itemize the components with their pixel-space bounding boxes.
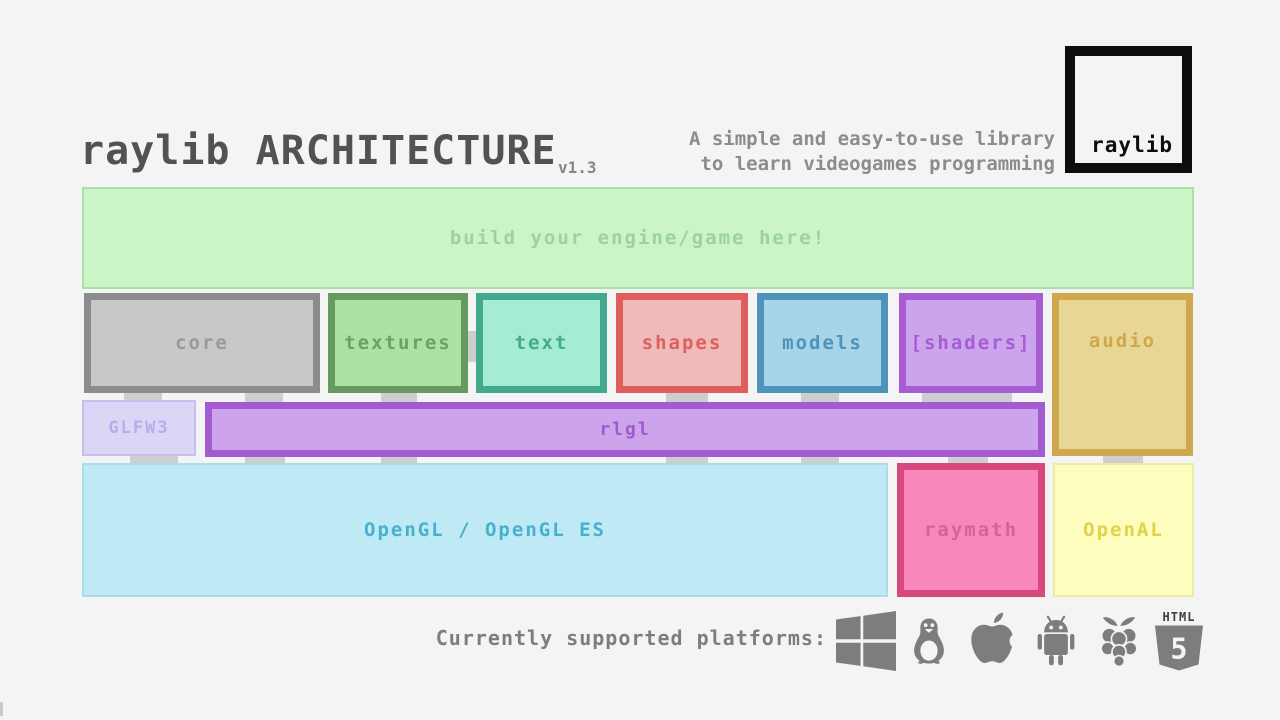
- tagline: A simple and easy-to-use library to lear…: [455, 127, 1055, 177]
- box-glfw3: GLFW3: [82, 400, 196, 456]
- connector: [666, 455, 708, 465]
- tagline-line2: to learn videogames programming: [700, 153, 1055, 175]
- banner-label: build your engine/game here!: [449, 227, 827, 249]
- module-box-core: core: [84, 293, 320, 393]
- platforms-label: Currently supported platforms:: [435, 626, 827, 650]
- connector: [1103, 455, 1143, 465]
- module-label: models: [782, 332, 863, 354]
- version-label: v1.3: [558, 158, 597, 177]
- module-label: shapes: [641, 332, 723, 354]
- box-label: rlgl: [599, 419, 651, 440]
- raylib-logo-text: raylib: [1091, 133, 1173, 157]
- apple-icon: [962, 609, 1020, 673]
- html5-number: 5: [1170, 632, 1187, 665]
- windows-icon: [836, 611, 896, 671]
- connector: [948, 455, 988, 465]
- box-label: GLFW3: [108, 418, 170, 438]
- connector: [922, 391, 1012, 403]
- html5-label: HTML: [1162, 609, 1196, 624]
- platform-icons: HTML 5: [836, 604, 1203, 678]
- box-label: OpenAL: [1083, 519, 1164, 541]
- module-label: audio: [1088, 330, 1157, 352]
- module-label: core: [175, 332, 229, 354]
- module-label: textures: [344, 332, 452, 354]
- connector: [381, 455, 417, 465]
- raylib-logo: raylib: [1065, 46, 1192, 173]
- tagline-line1: A simple and easy-to-use library: [688, 128, 1055, 150]
- module-label: [shaders]: [910, 332, 1032, 354]
- connector: [130, 455, 178, 465]
- module-box-text: text: [476, 293, 607, 393]
- module-box-textures: textures: [328, 293, 468, 393]
- connector: [245, 391, 283, 403]
- box-opengl: OpenGL / OpenGL ES: [82, 463, 888, 597]
- connector: [381, 391, 417, 403]
- box-rlgl: rlgl: [205, 402, 1045, 457]
- module-box-shaders: [shaders]: [899, 293, 1043, 393]
- linux-icon: [905, 609, 953, 673]
- module-box-models: models: [757, 293, 888, 393]
- connector: [245, 455, 285, 465]
- android-icon: [1029, 609, 1083, 673]
- box-label: raymath: [923, 519, 1019, 541]
- page-title: raylib ARCHITECTURE: [80, 128, 557, 174]
- connector: [801, 455, 839, 465]
- box-openal: OpenAL: [1053, 463, 1194, 597]
- module-box-audio: audio: [1052, 293, 1193, 456]
- edge-artifact: [0, 702, 3, 716]
- raspberry-pi-icon: [1092, 609, 1146, 673]
- box-label: OpenGL / OpenGL ES: [364, 519, 606, 541]
- module-label: text: [514, 332, 569, 354]
- banner-build-your-game: build your engine/game here!: [82, 187, 1194, 289]
- connector: [801, 391, 839, 403]
- connector: [666, 391, 708, 403]
- html5-icon: HTML 5: [1155, 611, 1203, 672]
- box-raymath: raymath: [897, 463, 1045, 597]
- module-box-shapes: shapes: [616, 293, 748, 393]
